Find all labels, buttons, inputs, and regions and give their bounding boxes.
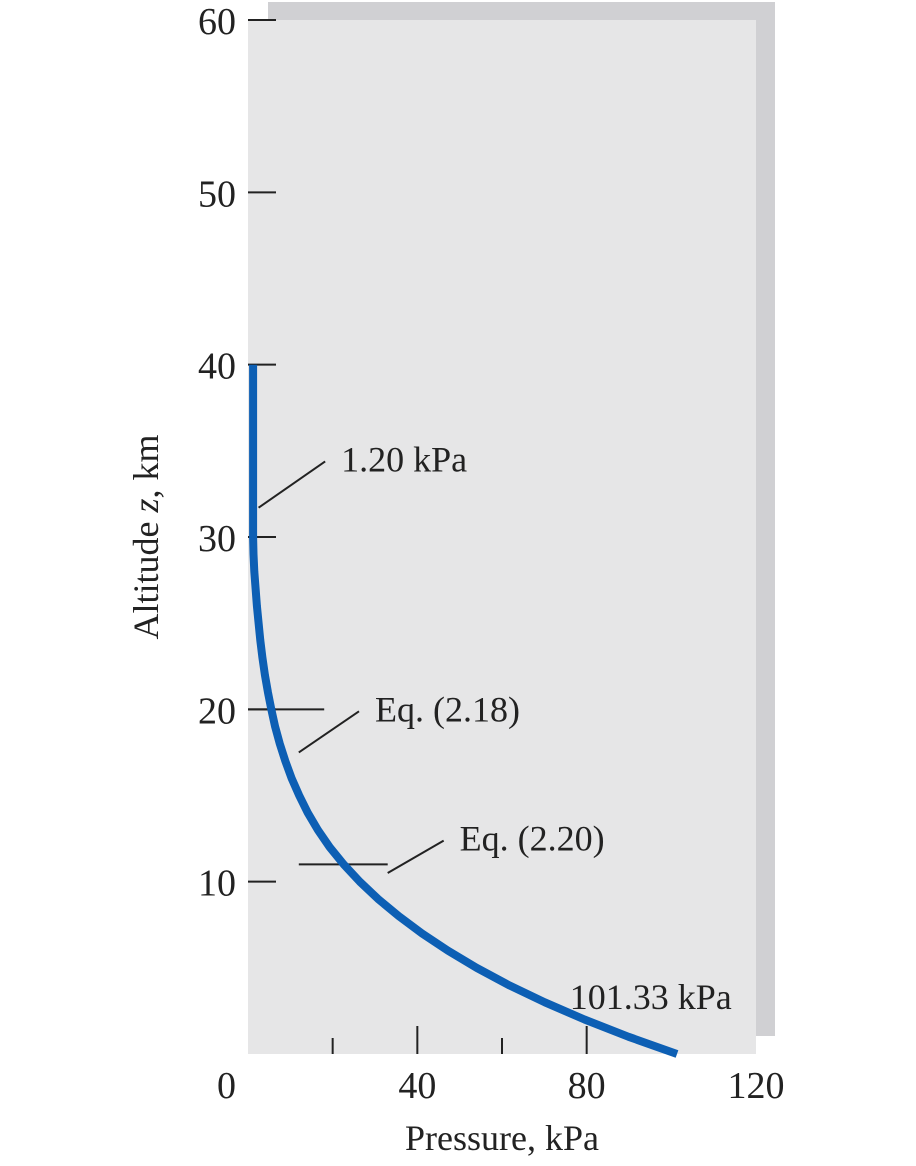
y-tick-label-50: 50 bbox=[198, 173, 236, 215]
x-axis-title: Pressure, kPa bbox=[405, 1118, 599, 1158]
y-tick-label-40: 40 bbox=[198, 346, 236, 388]
y-tick-label-60: 60 bbox=[198, 1, 236, 43]
annotation-label-4: 101.33 kPa bbox=[570, 977, 732, 1017]
annotation-leader-1 bbox=[258, 460, 326, 509]
x-tick-label-120: 120 bbox=[728, 1065, 785, 1107]
y-axis-title-variable: z bbox=[126, 499, 166, 514]
x-tick-label-80: 80 bbox=[568, 1065, 606, 1107]
annotation-leader-3 bbox=[387, 839, 445, 874]
leader-lines-layer bbox=[258, 460, 445, 874]
pressure-altitude-curve bbox=[249, 364, 679, 1058]
annotation-leader-2 bbox=[298, 710, 360, 754]
annotation-label-3: Eq. (2.20) bbox=[460, 819, 605, 859]
y-tick-label-10: 10 bbox=[198, 863, 236, 905]
y-tick-label-30: 30 bbox=[198, 518, 236, 560]
y-axis-title: Altitude z, km bbox=[126, 434, 166, 639]
x-tick-label-0: 0 bbox=[217, 1065, 236, 1107]
annotation-label-2: Eq. (2.18) bbox=[375, 689, 520, 729]
x-tick-label-40: 40 bbox=[398, 1065, 436, 1107]
y-tick-label-20: 20 bbox=[198, 690, 236, 732]
plot-background bbox=[248, 20, 756, 1054]
annotation-label-1: 1.20 kPa bbox=[341, 439, 467, 479]
y-axis-title-prefix: Altitude bbox=[126, 513, 166, 640]
y-axis-title-suffix: , km bbox=[126, 434, 166, 498]
